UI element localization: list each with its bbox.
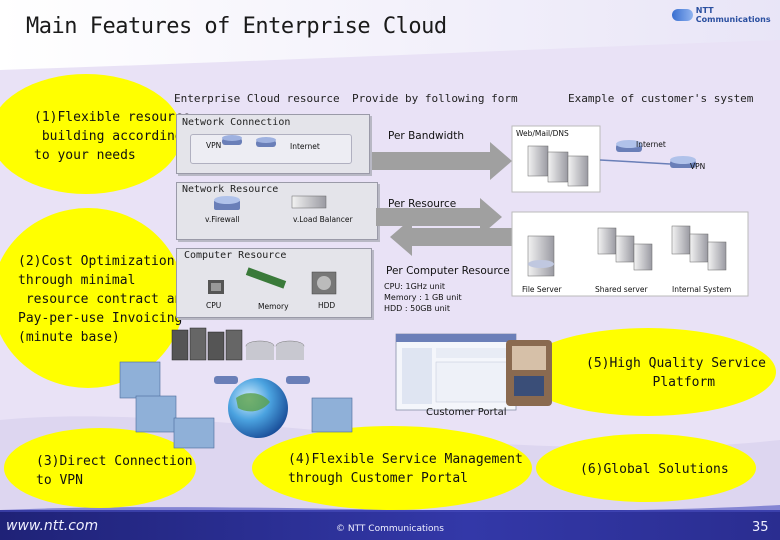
- feature-3-text: (3)Direct Connection to VPN: [36, 454, 193, 488]
- customer-vpn-label: VPN: [690, 162, 706, 171]
- network-hub-icons: [214, 376, 310, 384]
- firewall-icon: [214, 196, 240, 210]
- feature-5-text: (5)High Quality Service Platform: [586, 356, 767, 390]
- bandwidth-arrow: [372, 142, 512, 180]
- footer-copyright: © NTT Communications: [336, 524, 444, 534]
- file-server-icon: [527, 235, 555, 277]
- logo-text: NTT Communications: [695, 6, 771, 24]
- load-balancer-icon: [291, 195, 327, 209]
- internet-router-icon: [256, 137, 276, 147]
- customer-vpn-router-icon: [670, 156, 696, 168]
- server-rack-cluster-icon: [171, 327, 305, 361]
- web-mail-dns-label: Web/Mail/DNS: [516, 129, 569, 138]
- hdd-label: HDD: [318, 301, 336, 310]
- feature-4-text: (4)Flexible Service Management through C…: [288, 452, 523, 486]
- computer-resource-title: Computer Resource: [184, 250, 287, 261]
- cpu-label: CPU: [206, 301, 222, 310]
- shared-server-icon: [597, 227, 653, 271]
- customer-internet-router-icon: [616, 140, 642, 152]
- return-arrow: [390, 218, 514, 256]
- network-connection-inner: [190, 134, 352, 164]
- vpn-router-icon: [222, 135, 242, 145]
- memory-label: Memory: [258, 302, 289, 311]
- nc-internet-label: Internet: [290, 142, 320, 151]
- customer-internet-label: Internet: [636, 140, 666, 149]
- firewall-label: v.Firewall: [205, 215, 240, 224]
- page-title: Main Features of Enterprise Cloud: [26, 14, 447, 39]
- resource-spec-text: CPU: 1GHz unit Memory : 1 GB unit HDD : …: [384, 282, 462, 313]
- hdd-icon: [311, 271, 337, 295]
- feature-2-text: (2)Cost Optimization through minimal res…: [18, 254, 190, 345]
- nc-vpn-label: VPN: [206, 141, 222, 150]
- header-example: Example of customer's system: [568, 92, 754, 105]
- feature-6-text: (6)Global Solutions: [580, 462, 729, 477]
- customer-portal-label: Customer Portal: [426, 407, 507, 418]
- footer-url[interactable]: www.ntt.com: [6, 518, 99, 534]
- internal-system-label: Internal System: [672, 285, 732, 294]
- load-balancer-label: v.Load Balancer: [293, 215, 353, 224]
- header-resource: Enterprise Cloud resource: [174, 92, 340, 105]
- ntt-logo-icon: [672, 9, 693, 21]
- per-resource-label: Per Resource: [388, 198, 457, 210]
- office-building-icons: [119, 361, 353, 449]
- network-resource-title: Network Resource: [182, 184, 279, 195]
- per-computer-resource-label: Per Computer Resource: [386, 265, 510, 277]
- header-provide: Provide by following form: [352, 92, 518, 105]
- file-server-label: File Server: [522, 285, 562, 294]
- customer-portal-screenshot-icon: [395, 333, 517, 411]
- per-bandwidth-label: Per Bandwidth: [388, 130, 464, 142]
- network-connection-title: Network Connection: [182, 117, 291, 128]
- globe-icon: [228, 378, 288, 438]
- web-server-icons: [527, 145, 589, 187]
- company-logo: NTT Communications: [672, 6, 772, 24]
- network-resource-panel: [176, 182, 378, 240]
- internal-system-icon: [671, 225, 727, 271]
- shared-server-label: Shared server: [595, 285, 648, 294]
- page-number: 35: [752, 520, 769, 535]
- cpu-chip-icon: [208, 280, 224, 294]
- memory-stick-icon: [245, 267, 287, 289]
- person-at-computer-icon: [506, 340, 552, 406]
- resource-arrow: [376, 198, 502, 236]
- feature-1-text: (1)Flexible resource building according …: [34, 110, 191, 163]
